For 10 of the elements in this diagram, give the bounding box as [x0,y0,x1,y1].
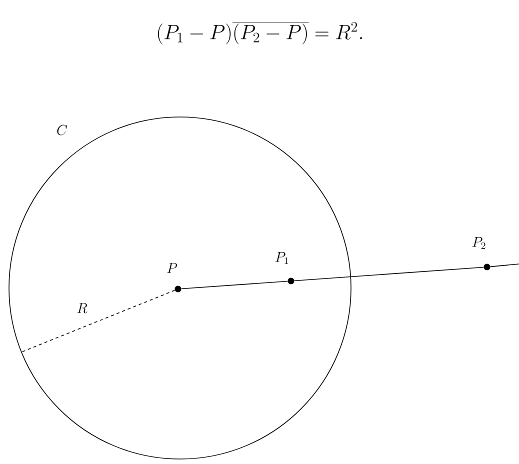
line [490,264,519,268]
point-label: $P_1$ [275,252,288,264]
point-label: $C$ [57,124,68,136]
formula-title: $(P_1 - P)\overline{(P_2 - P)} = R^2.$ [158,22,362,44]
point-label: $P_2$ [472,237,486,249]
point-label: $P$ [167,263,178,273]
line [181,280,288,290]
line [294,266,484,282]
line [20,290,176,353]
edge-label: $R$ [77,303,88,314]
